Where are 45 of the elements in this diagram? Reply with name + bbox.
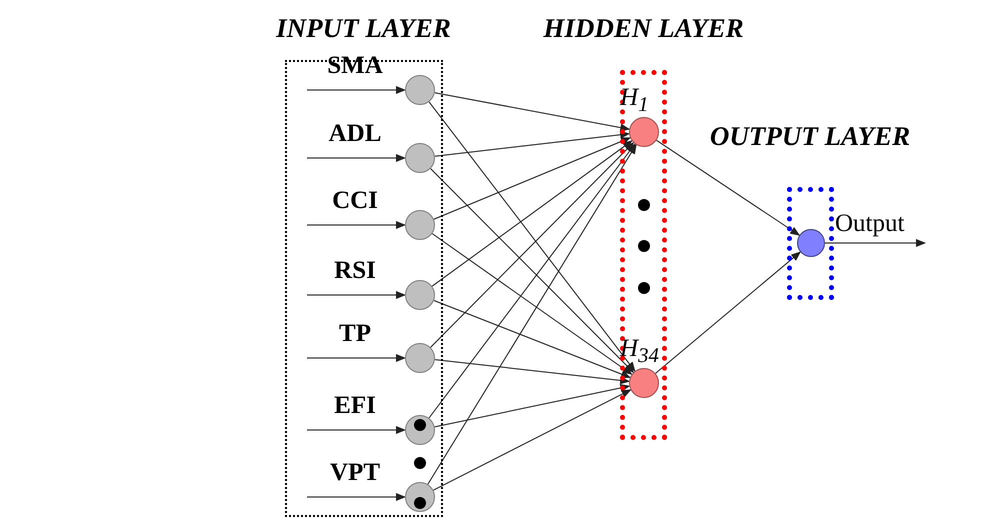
arrow bbox=[427, 144, 637, 485]
arrow bbox=[428, 143, 636, 418]
neuron-label: H$_{34}$ bbox=[620, 335, 659, 369]
neuron-circle bbox=[629, 368, 659, 398]
neuron-circle bbox=[797, 229, 825, 257]
arrow bbox=[432, 140, 633, 287]
layer-title: OUTPUT LAYER bbox=[708, 120, 912, 152]
arrow bbox=[306, 354, 406, 362]
arrow bbox=[430, 168, 634, 374]
arrow bbox=[306, 426, 406, 434]
neuron-label: H$_{1}$ bbox=[620, 84, 648, 118]
arrow bbox=[433, 137, 632, 220]
arrow bbox=[434, 384, 630, 428]
input-label: VPT bbox=[329, 459, 381, 487]
neuron-circle bbox=[405, 280, 435, 310]
input-label: EFI bbox=[333, 392, 377, 420]
input-label: ADL bbox=[328, 120, 382, 148]
neuron-circle bbox=[629, 117, 659, 147]
arrow bbox=[306, 493, 406, 501]
neuron-circle bbox=[405, 75, 435, 105]
input-label: CCI bbox=[331, 187, 379, 215]
neuron-circle bbox=[405, 210, 435, 240]
input-label: RSI bbox=[333, 257, 377, 285]
arrow bbox=[656, 140, 800, 236]
arrow bbox=[432, 389, 632, 491]
arrow bbox=[306, 86, 406, 94]
layer-title: HIDDEN LAYER bbox=[542, 12, 745, 44]
arrow bbox=[824, 239, 926, 247]
arrow bbox=[434, 130, 630, 157]
arrow bbox=[428, 101, 636, 372]
arrow bbox=[306, 291, 406, 299]
neuron-circle bbox=[405, 143, 435, 173]
input-label: SMA bbox=[326, 52, 384, 80]
arrow bbox=[434, 92, 630, 132]
arrow bbox=[306, 154, 406, 162]
arrow bbox=[655, 251, 802, 374]
arrow bbox=[306, 221, 406, 229]
neuron-circle bbox=[405, 343, 435, 373]
arrow bbox=[434, 359, 630, 384]
input-label: TP bbox=[338, 320, 372, 348]
edge-label: Output bbox=[835, 210, 904, 238]
arrow bbox=[430, 142, 634, 348]
arrow bbox=[433, 300, 631, 378]
layer-title: INPUT LAYER bbox=[274, 12, 452, 44]
arrow bbox=[432, 233, 633, 375]
